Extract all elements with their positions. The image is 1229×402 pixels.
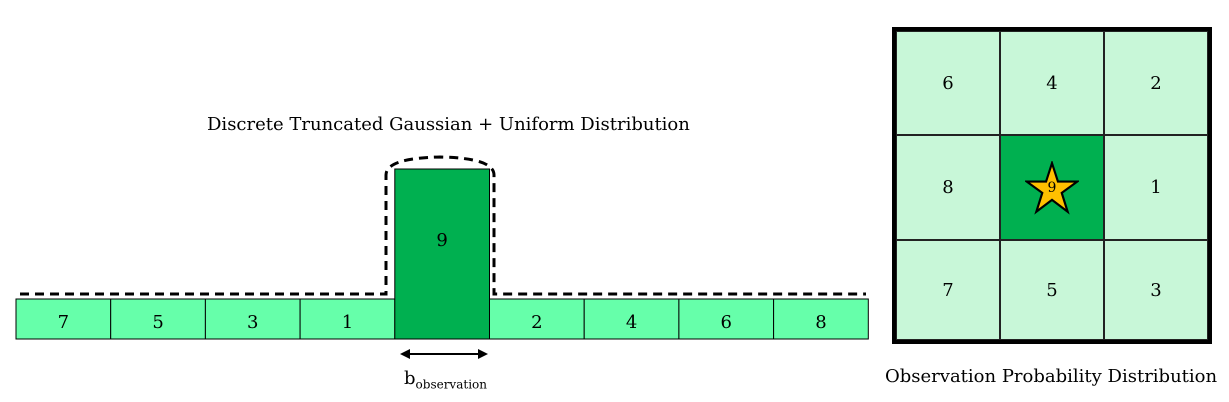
strip-cell-label: 3: [247, 312, 258, 333]
grid-cell: 4: [1000, 31, 1104, 135]
grid-cell-label: 8: [942, 177, 954, 198]
grid-cell: 1: [1104, 135, 1208, 240]
bandwidth-arrow: [400, 349, 488, 359]
strip-cell-label: 5: [152, 312, 163, 333]
strip-peak-cell: [394, 168, 490, 340]
grid-cell-label: 3: [1150, 279, 1162, 301]
bandwidth-label: bobservation: [404, 368, 487, 392]
strip-cell: [299, 298, 396, 340]
strip-cell-label: 1: [342, 312, 353, 333]
grid-cell: 2: [1104, 31, 1208, 135]
strip-cell-label: 4: [626, 312, 637, 333]
right-panel-title: Observation Probability Distribution: [885, 366, 1218, 387]
strip-cell: [773, 298, 869, 340]
observation-grid: 6 4 2 8 9 1 7 5 3: [892, 27, 1212, 344]
grid-cell: 5: [1000, 240, 1104, 340]
strip-cell-label: 6: [721, 312, 732, 333]
grid-cell-label: 4: [1046, 72, 1058, 94]
strip-cell: [110, 298, 206, 340]
strip-cell-label: 2: [531, 312, 542, 333]
bandwidth-label-sub: observation: [415, 377, 487, 392]
bandwidth-label-main: b: [404, 368, 416, 389]
strip-cell-label: 7: [58, 312, 69, 333]
strip-cell-label: 8: [815, 312, 826, 333]
grid-cell-label: 5: [1046, 279, 1058, 301]
strip-cell-label: 9: [436, 230, 447, 251]
grid-cell: 8: [896, 135, 1000, 240]
grid-cell-label: 7: [942, 279, 954, 301]
strip-cell: [204, 298, 301, 340]
distribution-envelope-dashed: [20, 155, 866, 296]
strip-cell: [583, 298, 680, 340]
grid-cell: 6: [896, 31, 1000, 135]
grid-cell-label: 2: [1150, 72, 1162, 94]
grid-cell: 7: [896, 240, 1000, 340]
strip-cell: [489, 298, 585, 340]
grid-cell-label: 1: [1150, 177, 1162, 198]
star-icon: [1025, 160, 1079, 215]
grid-cell: 3: [1104, 240, 1208, 340]
grid-cell-label: 6: [942, 72, 954, 94]
left-panel-title: Discrete Truncated Gaussian + Uniform Di…: [207, 114, 690, 135]
grid-center-cell: 9: [1000, 135, 1104, 240]
grid-cell-label: 9: [1047, 179, 1057, 196]
